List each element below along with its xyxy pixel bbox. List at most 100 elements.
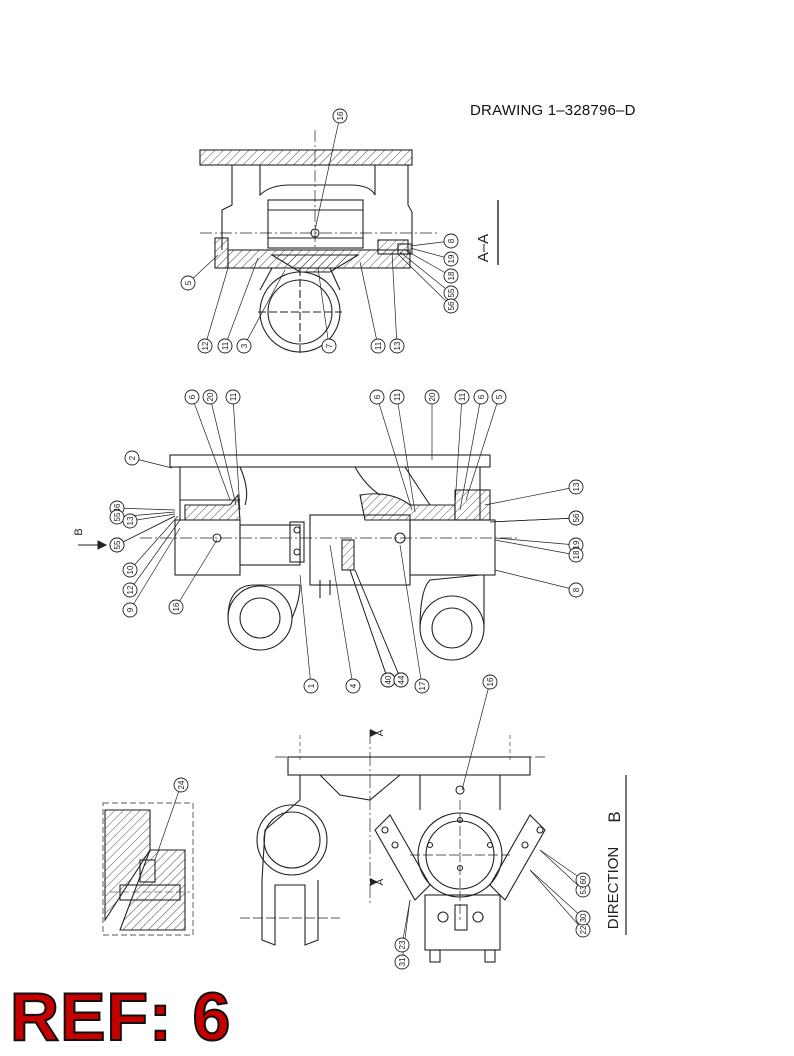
detail-view: [102, 802, 194, 936]
direction-b-view: [240, 730, 546, 963]
callout-balloon: [454, 389, 470, 405]
callout-balloon: [180, 275, 196, 291]
callout-number: 22: [579, 925, 588, 934]
section-arrow-a-bottom-label: A: [375, 878, 386, 885]
callout-balloon: [482, 674, 498, 690]
leader-line: [539, 849, 584, 891]
callout-balloon: [122, 602, 138, 618]
callout-balloon: [414, 678, 430, 694]
leader-line: [129, 519, 181, 591]
callout-balloon: [202, 389, 218, 405]
callout-number: 40: [384, 675, 393, 684]
callout-balloon: [491, 389, 507, 405]
leader-line: [489, 517, 577, 523]
callout-number: 13: [572, 482, 581, 491]
leader-line: [317, 267, 330, 347]
callout-number: 6: [188, 394, 197, 399]
callout-balloon: [303, 678, 319, 694]
leader-line: [376, 396, 413, 511]
callout-balloon: [568, 582, 584, 598]
leader-line: [399, 544, 423, 687]
callout-number: 44: [397, 675, 406, 684]
callout-balloon: [575, 910, 591, 926]
callout-balloon: [424, 389, 440, 405]
callout-balloon: [473, 389, 489, 405]
direction-letter: B: [605, 811, 624, 822]
leader-line: [391, 251, 398, 347]
leader-line: [397, 253, 452, 307]
callout-number: 6: [373, 394, 382, 399]
callout-number: 20: [428, 392, 437, 401]
leader-line: [224, 257, 259, 347]
callout-balloon: [443, 298, 459, 314]
callout-number: 11: [458, 392, 467, 401]
callout-number: 30: [579, 913, 588, 922]
leader-line: [191, 396, 231, 501]
callout-number: 9: [126, 607, 135, 612]
section-arrow-a-top-label: A: [375, 729, 386, 736]
callout-number: 10: [126, 565, 135, 574]
callout-balloon: [184, 389, 200, 405]
view-arrow-b: [78, 540, 108, 550]
callout-balloon: [236, 338, 252, 354]
callout-number: 56: [447, 301, 456, 310]
callout-balloon: [568, 547, 584, 563]
callout-balloon: [394, 937, 410, 953]
leader-line: [484, 486, 577, 506]
callout-balloon: [197, 338, 213, 354]
leader-line: [359, 261, 379, 347]
leader-line: [494, 569, 577, 591]
callout-balloon: [321, 338, 337, 354]
leader-line: [454, 396, 463, 506]
callout-number: 19: [572, 540, 581, 549]
leader-line: [129, 513, 176, 522]
leader-line: [396, 396, 416, 513]
callout-number: 5: [495, 394, 504, 399]
callout-number: 11: [229, 392, 238, 401]
leader-line: [175, 539, 218, 608]
callout-balloon: [332, 108, 348, 124]
callout-balloon: [575, 872, 591, 888]
leader-line: [465, 396, 500, 501]
callout-balloon: [124, 450, 140, 466]
callout-number: 18: [572, 550, 581, 559]
callout-number: 7: [325, 343, 334, 348]
callout-balloon: [443, 268, 459, 284]
callout-number: 12: [126, 585, 135, 594]
callout-number: 5: [184, 280, 193, 285]
leader-line: [529, 869, 584, 931]
callout-balloon: [393, 672, 409, 688]
callout-balloon: [345, 678, 361, 694]
view-arrow-b-label: B: [73, 528, 85, 535]
callout-number: 16: [486, 677, 495, 686]
callout-number: 8: [447, 238, 456, 243]
callout-number: 19: [447, 254, 456, 263]
leader-line: [539, 849, 584, 881]
callout-balloon: [122, 562, 138, 578]
callout-number: 20: [206, 392, 215, 401]
elevation-view: [140, 454, 520, 661]
callout-number: 16: [172, 602, 181, 611]
callout-number: 24: [177, 780, 186, 789]
callout-number: 60: [579, 875, 588, 884]
callout-number: 46: [113, 503, 122, 512]
leader-line: [314, 115, 341, 231]
callout-balloon: [122, 513, 138, 529]
callout-number: 4: [349, 683, 358, 688]
callout-balloon: [389, 389, 405, 405]
direction-label: DIRECTION: [605, 847, 622, 930]
leader-line: [399, 251, 452, 294]
callout-balloon: [217, 338, 233, 354]
callout-balloon: [173, 777, 189, 793]
callout-number: 11: [393, 392, 402, 401]
section-a-a-view: [199, 130, 499, 356]
leader-line: [494, 539, 577, 556]
callout-number: 13: [126, 516, 135, 525]
section-arrow-a-bottom: [370, 878, 378, 886]
section-label: A–A: [475, 234, 492, 262]
leader-line: [401, 899, 411, 946]
callout-balloon: [370, 338, 386, 354]
callout-number: 12: [201, 341, 210, 350]
